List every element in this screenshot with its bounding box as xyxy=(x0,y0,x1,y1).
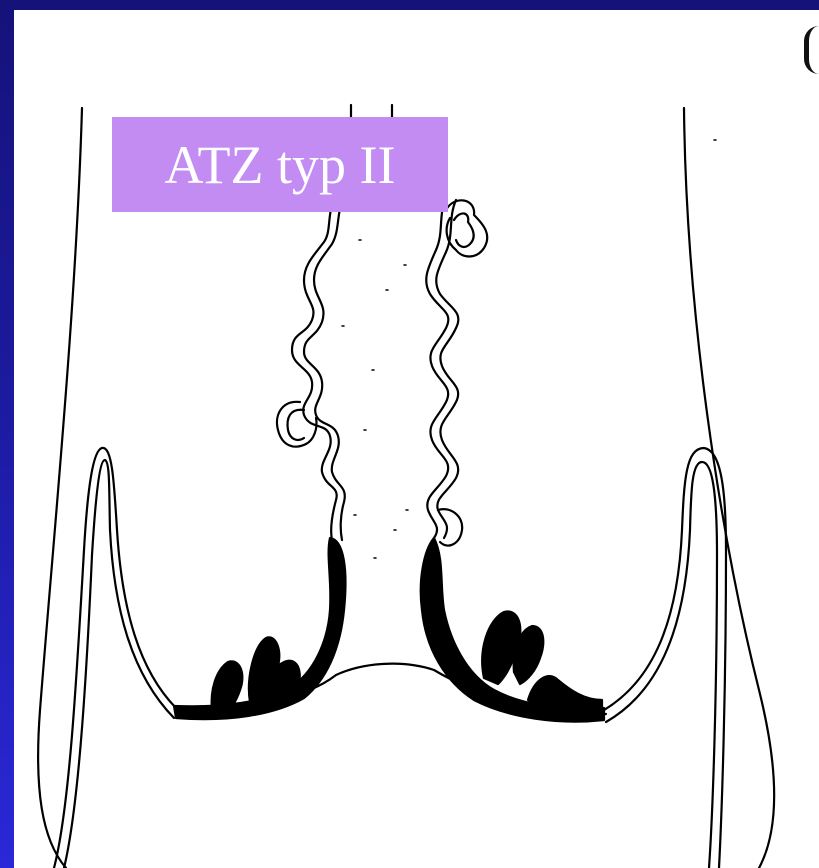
edge-decoration xyxy=(804,26,819,74)
gland-cyst-inner xyxy=(454,213,474,247)
columnar-epithelium-left xyxy=(174,538,345,719)
canal-right-wall-inner xyxy=(436,200,458,538)
fornix-left-outer xyxy=(54,448,176,868)
fornix-right-outer xyxy=(604,448,726,868)
canal-left-wall-inner xyxy=(304,195,345,540)
canal-right-wall xyxy=(426,198,448,538)
slide-canvas: ATZ typ II xyxy=(14,10,819,868)
outer-wall-right xyxy=(684,108,774,868)
zone-type-label-text: ATZ typ II xyxy=(165,134,396,196)
crypt-left-branch-inner xyxy=(288,410,304,440)
fornix-left-inner xyxy=(64,460,174,868)
fornix-right-inner xyxy=(606,462,717,868)
outer-wall-left xyxy=(38,108,82,868)
columnar-epithelium-right xyxy=(421,538,604,722)
zone-type-label: ATZ typ II xyxy=(112,117,448,212)
